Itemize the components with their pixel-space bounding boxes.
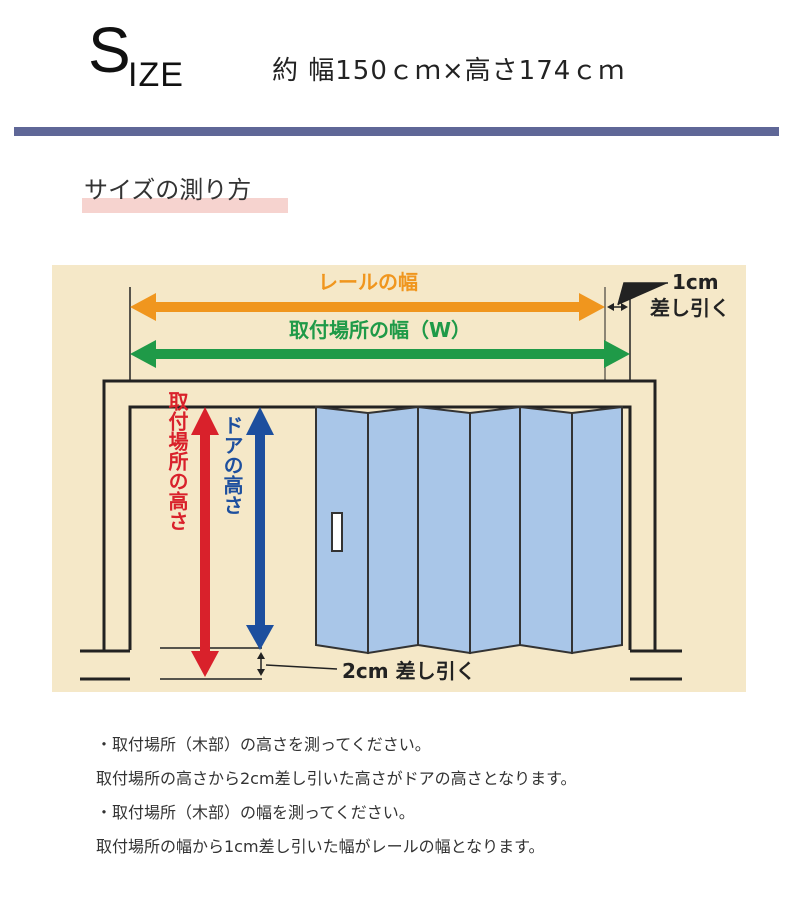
heading-highlight [82,198,288,213]
right-offset-text: 差し引く [650,296,730,320]
mount-width-arrow [130,340,630,368]
bottom-offset-label: 2cm 差し引く [342,659,476,683]
bottom-offset-marker [257,652,338,676]
door-panel [367,405,419,655]
door-height-arrow [246,407,274,650]
note-line: ・取付場所（木部）の幅を測ってください。 [96,803,415,822]
rail-width-label: レールの幅 [318,270,418,294]
door-panel [519,405,573,655]
section-heading: サイズの測り方 [84,176,252,204]
door-panel [469,405,521,655]
mount-width-label: 取付場所の幅（W） [289,318,471,342]
note-line: 取付場所の高さから2cm差し引いた高さがドアの高さとなります。 [96,769,577,788]
rail-width-arrow [130,293,605,321]
door-panel [571,405,623,655]
door-handle [331,512,343,552]
size-title-rest: IZE [128,56,184,94]
door-panel [417,405,471,655]
mount-height-arrow [191,407,219,677]
note-line: 取付場所の幅から1cm差し引いた幅がレールの幅となります。 [96,837,545,856]
door-frame [80,379,682,681]
right-offset-value: 1cm [672,270,719,294]
header-divider [14,127,779,136]
size-spec: 約 幅150ｃｍ×高さ174ｃｍ [272,56,626,86]
note-line: ・取付場所（木部）の高さを測ってください。 [96,735,431,754]
right-offset-marker [607,282,668,311]
measurement-diagram: レールの幅 取付場所の幅（W） 1cm 差し引く 取付場所の高さ [52,265,746,692]
floor-lines [160,647,262,680]
folding-door [315,405,623,655]
size-title-initial: S [88,14,131,86]
instruction-notes: ・取付場所（木部）の高さを測ってください。 取付場所の高さから2cm差し引いた高… [96,728,776,864]
door-height-label: ドアの高さ [220,415,244,515]
mount-height-label: 取付場所の高さ [165,391,189,531]
